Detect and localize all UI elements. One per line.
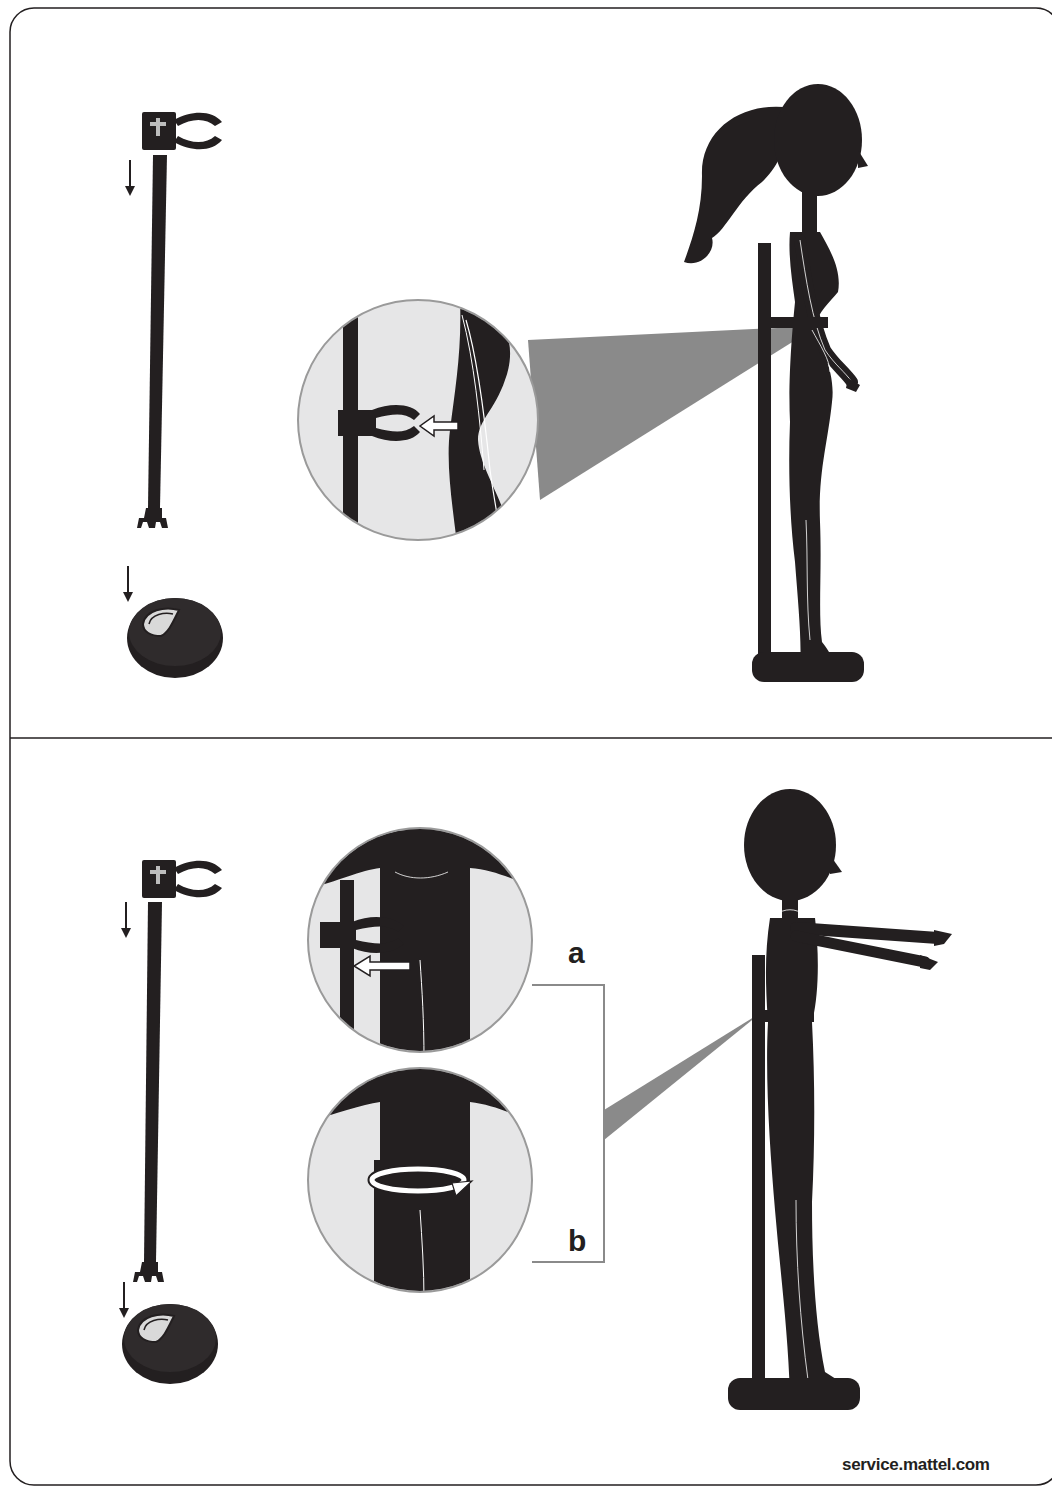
step-letter: b: [568, 1226, 586, 1256]
website-url: service.mattel.com: [842, 1456, 990, 1473]
step-letter: a: [568, 938, 585, 968]
